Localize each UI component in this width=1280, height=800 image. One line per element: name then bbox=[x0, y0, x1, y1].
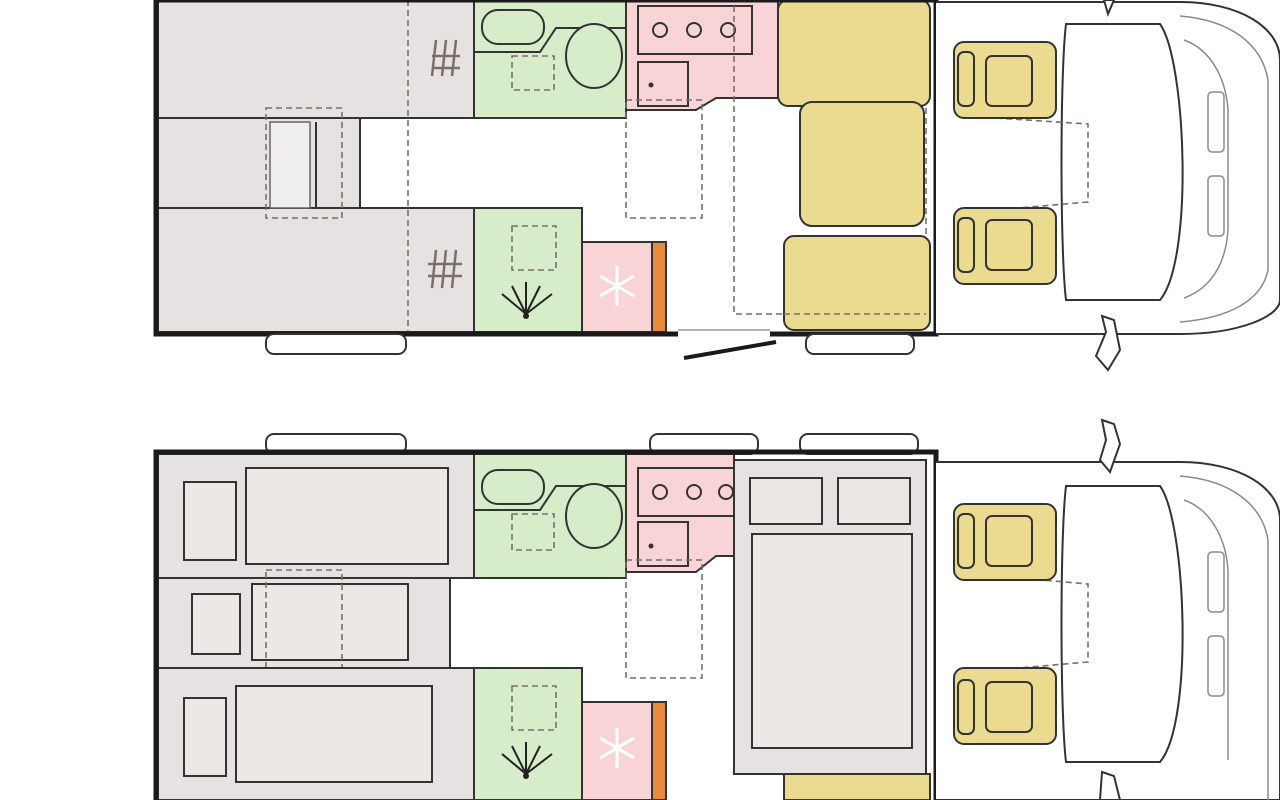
bed-extension-inner bbox=[269, 121, 311, 209]
cab-seat-icon bbox=[953, 667, 1057, 745]
mattress bbox=[751, 533, 913, 749]
snowflake-icon bbox=[599, 266, 635, 306]
entrance-door bbox=[683, 340, 777, 360]
snowflake-icon bbox=[599, 728, 635, 768]
mattress bbox=[251, 583, 409, 661]
sink-icon bbox=[637, 61, 689, 107]
pillow bbox=[749, 477, 823, 525]
cab-seat-icon bbox=[953, 207, 1057, 285]
pillow bbox=[191, 593, 241, 655]
seat-bench-front bbox=[777, 0, 931, 107]
dashboard bbox=[1060, 23, 1184, 301]
sink-icon bbox=[637, 521, 689, 567]
wing-mirror-icon bbox=[1098, 418, 1122, 474]
wing-mirror-icon bbox=[1094, 314, 1122, 372]
basin-icon bbox=[481, 9, 545, 45]
mattress bbox=[245, 467, 449, 565]
wheel-arch bbox=[805, 333, 915, 355]
rear-bed-middle bbox=[157, 117, 361, 209]
layout-night bbox=[153, 418, 1280, 800]
rear-bed-lower bbox=[157, 207, 475, 333]
hob-burners-icon bbox=[637, 5, 753, 55]
pillow bbox=[183, 697, 227, 777]
cab-seat-icon bbox=[953, 503, 1057, 581]
bed-extension-outline bbox=[265, 107, 343, 219]
wheel-arch bbox=[265, 333, 407, 355]
ladder-icon bbox=[430, 39, 460, 77]
fridge-side-panel bbox=[651, 241, 667, 333]
wing-mirror-icon bbox=[1098, 770, 1122, 800]
pillow bbox=[183, 481, 237, 561]
pillow bbox=[837, 477, 911, 525]
wing-mirror-icon bbox=[1102, 0, 1116, 17]
dashboard bbox=[1060, 485, 1184, 763]
shower-icon bbox=[501, 742, 553, 775]
seat-bench-rear bbox=[783, 235, 931, 331]
layout-day bbox=[153, 0, 1280, 372]
seat-table bbox=[799, 101, 925, 227]
seat-bench-rear bbox=[783, 773, 931, 800]
cab-seat-icon bbox=[953, 41, 1057, 119]
fridge-side-panel bbox=[651, 701, 667, 800]
toilet-icon bbox=[565, 483, 623, 549]
rear-bed-upper bbox=[157, 0, 475, 119]
shower-icon bbox=[501, 282, 553, 315]
mattress bbox=[235, 685, 433, 783]
basin-icon bbox=[481, 469, 545, 505]
toilet-icon bbox=[565, 23, 623, 89]
shower-area bbox=[473, 667, 583, 800]
ladder-icon bbox=[428, 249, 462, 289]
